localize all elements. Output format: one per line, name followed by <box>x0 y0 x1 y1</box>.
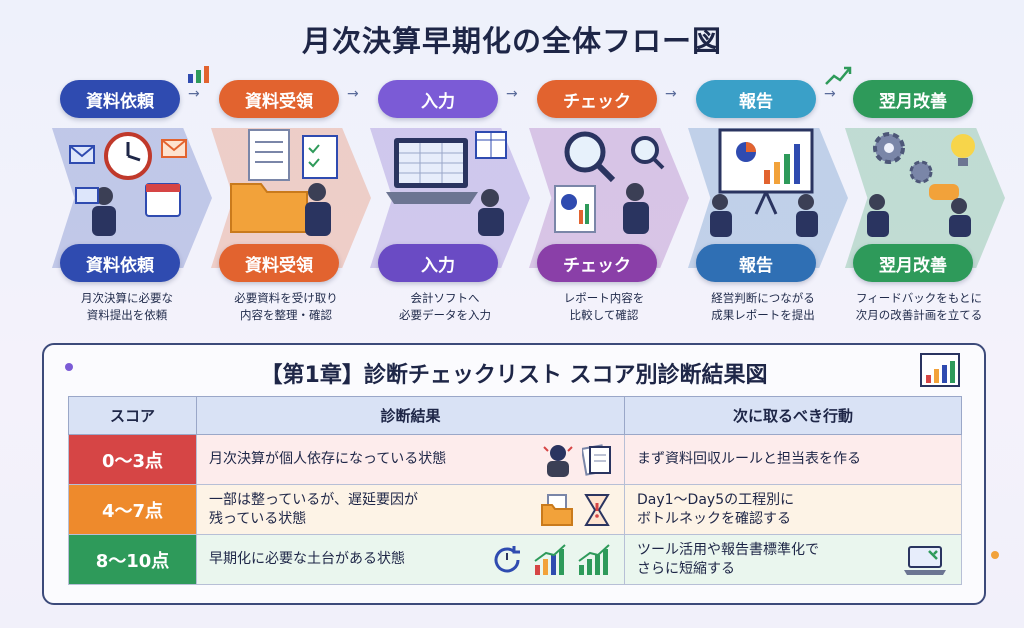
growth-chart-icon <box>920 353 960 387</box>
connector-arrow-icon: → <box>506 86 518 102</box>
row-icons <box>542 443 612 477</box>
step-description: レポート内容を 比較して確認 <box>563 291 645 322</box>
stressed-person-icon <box>543 445 573 477</box>
step-description: 月次決算に必要な 資料提出を依頼 <box>81 291 173 322</box>
header-action: 次に取るべき行動 <box>624 396 962 435</box>
magnifier-report-icon <box>543 126 669 238</box>
score-cell: 4〜7点 <box>68 484 197 535</box>
flow-step-request: 資料依頼 資料依頼 月次決算に必要な 資料提出を依頼 <box>52 68 212 322</box>
step-description: フィードバックをもとに 次月の改善計画を立てる <box>855 291 983 322</box>
result-cell: 一部は整っているが、遅延要因が 残っている状態 <box>196 484 625 535</box>
growth-chart-icon <box>578 544 610 575</box>
step-description: 会計ソフトへ 必要データを入力 <box>399 291 491 322</box>
step-label-top: チェック <box>537 80 657 118</box>
result-text: 早期化に必要な土台がある状態 <box>209 551 405 568</box>
table-row: 0〜3点 月次決算が個人依存になっている状態 <box>68 434 962 485</box>
score-cell: 0〜3点 <box>68 434 197 485</box>
step-label-bottom: 翌月改善 <box>853 244 973 282</box>
decorative-dot-icon <box>991 551 999 559</box>
action-text: Day1〜Day5の工程別に ボトルネックを確認する <box>637 491 795 527</box>
step-label-top: 資料依頼 <box>60 80 180 118</box>
result-text: 月次決算が個人依存になっている状態 <box>209 451 447 468</box>
score-cell: 8〜10点 <box>68 534 197 585</box>
diagnosis-table: スコア 診断結果 次に取るべき行動 0〜3点 月次決算が個人依存になっている状態 <box>68 396 962 585</box>
step-label-bottom: チェック <box>537 244 657 282</box>
connector-arrow-icon: → <box>188 86 200 102</box>
folder-documents-icon <box>225 126 351 238</box>
presentation-board-icon <box>702 126 828 238</box>
step-label-bottom: 資料受領 <box>219 244 339 282</box>
laptop-spreadsheet-icon <box>384 126 510 238</box>
action-cell: Day1〜Day5の工程別に ボトルネックを確認する <box>624 484 962 535</box>
gears-lightbulb-icon <box>859 126 985 238</box>
header-score: スコア <box>68 396 197 435</box>
bar-chart-icon <box>188 66 209 83</box>
row-icons <box>540 493 612 527</box>
folder-icon <box>541 494 573 526</box>
documents-icon <box>582 444 611 476</box>
panel-title: 【第1章】診断チェックリスト スコア別診断結果図 <box>260 363 768 388</box>
result-cell: 月次決算が個人依存になっている状態 <box>196 434 625 485</box>
action-cell: まず資料回収ルールと担当表を作る <box>624 434 962 485</box>
step-label-top: 入力 <box>378 80 498 118</box>
flow-step-report: 報告 報告 経営判断につながる 成果レポートを提出 <box>688 68 848 322</box>
growth-chart-icon <box>534 544 566 575</box>
action-text: まず資料回収ルールと担当表を作る <box>637 451 861 468</box>
connector-arrow-icon: → <box>824 86 836 102</box>
connector-arrow-icon: → <box>347 86 359 102</box>
clock-mail-calendar-icon <box>66 126 192 238</box>
flow-step-receive: 資料受領 資料受領 必要資料を受け取り 内容を整理・確認 <box>211 68 371 322</box>
diagnosis-panel: 【第1章】診断チェックリスト スコア別診断結果図 スコア 診断結果 次に取るべき… <box>42 343 986 605</box>
laptop-tools-icon <box>904 546 946 575</box>
connector-arrow-icon: → <box>665 86 677 102</box>
step-label-bottom: 入力 <box>378 244 498 282</box>
table-row: 8〜10点 早期化に必要な土台がある状態 <box>68 534 962 585</box>
step-label-top: 報告 <box>696 80 816 118</box>
step-description: 必要資料を受け取り 内容を整理・確認 <box>234 291 338 322</box>
step-label-top: 翌月改善 <box>853 80 973 118</box>
decorative-dot-icon <box>65 363 73 371</box>
step-label-bottom: 報告 <box>696 244 816 282</box>
cycle-arrows-icon <box>494 546 520 573</box>
action-cell: ツール活用や報告書標準化で さらに短縮する <box>624 534 962 585</box>
table-header-row: スコア 診断結果 次に取るべき行動 <box>68 396 962 435</box>
result-cell: 早期化に必要な土台がある状態 <box>196 534 625 585</box>
step-description: 経営判断につながる 成果レポートを提出 <box>711 291 815 322</box>
hourglass-warning-icon <box>584 494 610 526</box>
flow-step-check: チェック チェック レポート内容を 比較して確認 <box>529 68 689 322</box>
row-icons <box>490 543 612 577</box>
header-result: 診断結果 <box>196 396 625 435</box>
result-text: 一部は整っているが、遅延要因が 残っている状態 <box>209 491 419 527</box>
step-label-bottom: 資料依頼 <box>60 244 180 282</box>
step-label-top: 資料受領 <box>219 80 339 118</box>
table-row: 4〜7点 一部は整っているが、遅延要因が 残っている状態 <box>68 484 962 535</box>
flow-step-input: 入力 入力 会計ソフトへ 必要データを入力 <box>370 68 530 322</box>
page-title: 月次決算早期化の全体フロー図 <box>301 24 722 58</box>
action-text: ツール活用や報告書標準化で さらに短縮する <box>637 541 819 577</box>
flow-step-improve: 翌月改善 翌月改善 フィードバックをもとに 次月の改善計画を立てる <box>845 68 1005 322</box>
trend-up-icon <box>825 66 852 85</box>
